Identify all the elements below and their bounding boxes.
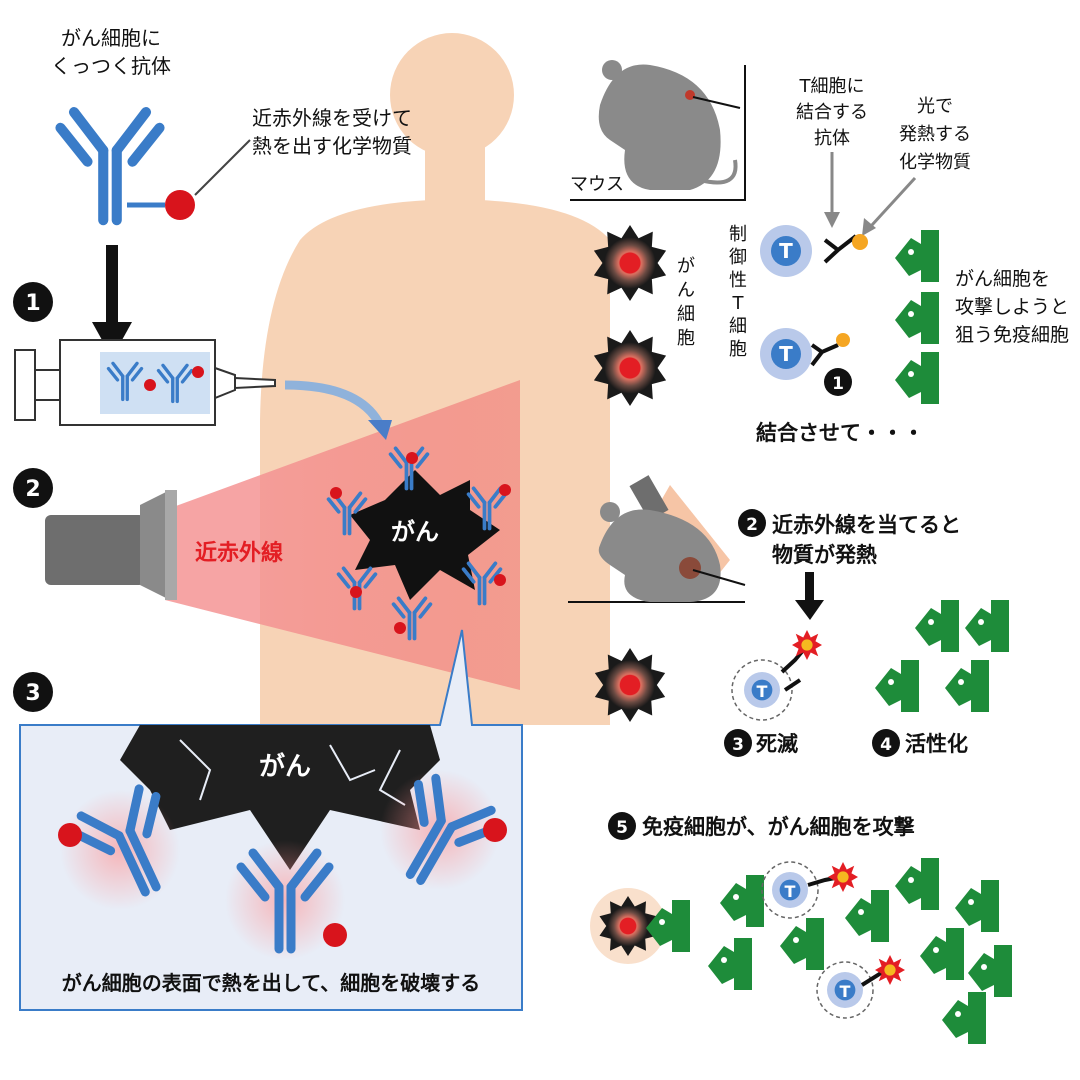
- dying-treg-cell: T: [731, 630, 822, 721]
- svg-text:胞: 胞: [729, 339, 747, 360]
- step-4-badge: 4: [872, 729, 900, 757]
- attacked-cancer-cell: [590, 888, 666, 964]
- mouse-box-2: [568, 475, 746, 603]
- immune-cell: [875, 660, 919, 712]
- caption: がん細胞の表面で熱を出して、細胞を破壊する: [62, 971, 480, 995]
- svg-text:が: が: [677, 256, 695, 277]
- svg-text:T: T: [779, 239, 793, 263]
- immune-cell: [920, 928, 964, 980]
- cancer-label: がん: [391, 518, 439, 546]
- svg-text:2: 2: [746, 515, 758, 535]
- immune-cell: [955, 880, 999, 932]
- nir-beam: [165, 380, 520, 690]
- step-3-badge: 3: [13, 672, 53, 712]
- step4-text: 活性化: [905, 732, 968, 756]
- curved-arrow-icon: [284, 380, 392, 440]
- svg-text:1: 1: [832, 374, 844, 394]
- immune-cell: [895, 292, 939, 344]
- tcell-antibody-label-1: T細胞に: [799, 76, 865, 97]
- heat-chem-label-2: 発熱する: [899, 124, 971, 145]
- svg-text:1: 1: [25, 291, 40, 316]
- svg-text:御: 御: [729, 247, 747, 268]
- svg-text:5: 5: [616, 818, 628, 838]
- step-5-badge: 5: [608, 812, 636, 840]
- svg-text:制: 制: [729, 224, 747, 245]
- down-arrow-icon: [795, 572, 824, 620]
- svg-text:細: 細: [729, 316, 747, 337]
- antibody-label-1: がん細胞に: [61, 26, 161, 50]
- immune-cell: [780, 918, 824, 970]
- svg-text:T: T: [757, 682, 768, 701]
- svg-text:3: 3: [732, 735, 744, 755]
- immune-label-2: 攻撃しようと: [955, 296, 1069, 318]
- chemical-label-2: 熱を出す化学物質: [252, 134, 412, 158]
- immune-cell: [895, 858, 939, 910]
- immune-cell: [965, 600, 1009, 652]
- svg-text:T: T: [840, 982, 851, 1001]
- svg-text:2: 2: [25, 477, 40, 502]
- step-2-badge-right: 2: [738, 509, 766, 537]
- treg-vertical-label: 制 御 性 T 細 胞: [729, 224, 747, 360]
- panel-cancer-label: がん: [259, 751, 311, 782]
- tcell-antibody-label-2: 結合する: [796, 102, 868, 123]
- immune-cell: [895, 352, 939, 404]
- step-3-badge-right: 3: [724, 729, 752, 757]
- immune-cell: [968, 945, 1012, 997]
- step3-text: 死滅: [756, 732, 798, 756]
- tcell-antibody-label-3: 抗体: [814, 128, 850, 149]
- tumor: がん: [326, 446, 511, 641]
- svg-text:3: 3: [25, 681, 40, 706]
- svg-text:T: T: [779, 342, 793, 366]
- immune-cell: [945, 660, 989, 712]
- chemical-label-1: 近赤外線を受けて: [252, 106, 412, 130]
- bind-text: 結合させて・・・: [756, 421, 924, 445]
- immune-cell: [720, 875, 764, 927]
- step2-text-2: 物質が発熱: [772, 543, 877, 567]
- step2-text-1: 近赤外線を当てると: [772, 513, 961, 537]
- svg-text:ん: ん: [677, 280, 695, 301]
- step-2-badge: 2: [13, 468, 53, 508]
- cancer-cell-vertical-label: が ん 細 胞: [677, 256, 695, 349]
- svg-text:細: 細: [677, 304, 695, 325]
- svg-text:4: 4: [880, 735, 892, 755]
- svg-text:T: T: [732, 293, 745, 314]
- antibody-label-2: くっつく抗体: [51, 54, 171, 78]
- mouse-label: マウス: [570, 174, 624, 195]
- heat-chem-label-1: 光で: [917, 96, 953, 117]
- nir-label: 近赤外線: [195, 540, 283, 566]
- immune-label-3: 狙う免疫細胞: [955, 324, 1069, 346]
- immune-cell: [708, 938, 752, 990]
- treg-cell: T: [760, 225, 868, 277]
- detail-panel: がん: [19, 629, 523, 1011]
- svg-text:胞: 胞: [677, 328, 695, 349]
- treg-cell: T: [760, 328, 850, 380]
- step5-text: 免疫細胞が、がん細胞を攻撃: [642, 815, 915, 839]
- antibody-diagram: [61, 112, 251, 220]
- dying-treg-cell: T: [816, 955, 905, 1019]
- step-1-badge: 1: [13, 282, 53, 322]
- immune-label-1: がん細胞を: [955, 268, 1050, 290]
- bind-badge: 1: [824, 368, 852, 396]
- pointer-arrows: [824, 152, 917, 236]
- immune-cell: [845, 890, 889, 942]
- immune-cell: [942, 992, 986, 1044]
- heat-chem-label-3: 化学物質: [899, 152, 971, 173]
- immune-cell: [895, 230, 939, 282]
- dying-treg-cell: T: [761, 861, 858, 919]
- svg-text:T: T: [785, 882, 796, 901]
- flashlight-icon: [45, 490, 177, 600]
- svg-text:性: 性: [729, 270, 747, 291]
- syringe: [14, 339, 276, 426]
- mouse-box-1: [570, 60, 746, 201]
- immune-cell: [915, 600, 959, 652]
